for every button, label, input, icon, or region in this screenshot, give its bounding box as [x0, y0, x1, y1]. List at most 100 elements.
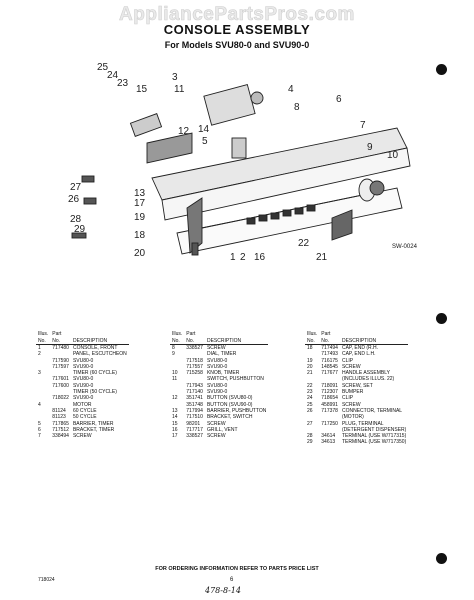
callout-27: 27: [70, 182, 82, 193]
watermark: AppliancePartsPros.com: [119, 4, 355, 26]
description-cell: SCREW: [341, 401, 361, 408]
callout-19: 19: [134, 212, 146, 223]
illus-no-cell: 2: [38, 351, 41, 358]
callout-22: 22: [298, 238, 310, 249]
handwritten-note: 478-8-14: [205, 586, 241, 595]
part-no-cell: 717378: [321, 407, 338, 414]
part-no-cell: 717994: [186, 407, 203, 414]
part-no-cell: 351741: [186, 395, 203, 402]
callout-15: 15: [136, 84, 148, 95]
part-no-cell: 34613: [321, 439, 336, 446]
description-cell: (INCLUDES ILLUS. 22): [341, 376, 395, 383]
callout-12: 12: [178, 126, 190, 137]
part-no-cell: 715258: [186, 370, 203, 377]
part-no-cell: 81123: [52, 414, 66, 421]
page-title: CONSOLE ASSEMBLY: [163, 22, 311, 37]
description-cell: CONSOLE, FRONT: [72, 345, 118, 351]
timer-bracket: [231, 137, 247, 159]
part-no-cell: 717250: [321, 420, 338, 427]
description-cell: CONNECTOR, TERMINAL: [341, 407, 403, 414]
description-cell: SVU90-0: [72, 382, 94, 389]
description-cell: SVU80-0: [206, 382, 228, 389]
part-no-cell: 717601: [52, 376, 69, 383]
callout-17: 17: [134, 198, 146, 209]
part-no-cell: 98201: [186, 420, 201, 427]
callout-11: 11: [174, 84, 185, 95]
part-no-cell: 338527: [186, 345, 203, 351]
illus-no-cell: 21: [307, 370, 313, 377]
callout-29: 29: [74, 224, 86, 235]
illus-no-cell: 7: [38, 433, 41, 440]
part-no-cell: 81124: [52, 407, 66, 414]
table-row: TIMER (50 CYCLE): [36, 389, 129, 395]
description-cell: GRILL, VENT: [206, 426, 238, 433]
part-no-cell: 717865: [52, 420, 69, 427]
part-no-cell: 717512: [52, 426, 69, 433]
description-cell: SVU90-0: [206, 363, 228, 370]
handle: [331, 209, 353, 241]
part-no-cell: 717493: [321, 351, 338, 358]
illus-no-cell: 9: [172, 351, 175, 358]
description-cell: SVU90-0: [72, 363, 94, 370]
description-cell: SVU80-0: [206, 357, 228, 364]
illus-no-cell: 24: [307, 395, 313, 402]
description-cell: SWITCH, PUSHBUTTON: [206, 376, 264, 383]
illus-no-cell: 19: [307, 357, 313, 364]
callout-2: 2: [240, 252, 246, 263]
part-no-cell: 458991: [321, 401, 338, 408]
timer-knob: [369, 180, 385, 196]
exploded-diagram: 25 24 23 15 3 11 4 8 6 7 5 12 14 9 10 27…: [62, 58, 457, 328]
illus-no-cell: 16: [172, 426, 178, 433]
console-face: [161, 147, 411, 221]
part-no-cell: 716175: [321, 357, 338, 364]
callout-labels: 25 24 23 15 3 11 4 8 6 7 5 12 14 9 10 27…: [68, 62, 399, 263]
illus-no-cell: 29: [307, 439, 313, 446]
illus-no-cell: 13: [172, 407, 178, 414]
illus-no-cell: 11: [172, 376, 178, 383]
description-cell: TIMER (50 CYCLE): [72, 389, 117, 396]
description-cell: CLIP: [341, 395, 354, 402]
illus-no-cell: 28: [307, 433, 313, 440]
illus-no-cell: 5: [38, 420, 41, 427]
part-no-cell: 717677: [321, 370, 338, 377]
punch-hole-bottom: [436, 553, 447, 564]
description-cell: BUTTON (SVU90-0): [206, 401, 253, 408]
table-row: 2 PANEL, ESCUTCHEON: [36, 351, 129, 357]
part-no-cell: 712307: [321, 389, 338, 396]
description-cell: PANEL, ESCUTCHEON: [72, 351, 127, 358]
callout-1: 1: [230, 252, 236, 263]
header-illus: Illus.No.: [170, 330, 185, 345]
header-description: DESCRIPTION: [70, 330, 129, 345]
description-cell: MOTOR: [72, 401, 92, 408]
description-cell: SVU90-0: [206, 389, 228, 396]
callout-6: 6: [336, 94, 342, 105]
callout-18: 18: [134, 230, 146, 241]
header-description: DESCRIPTION: [339, 330, 409, 345]
callout-5: 5: [202, 136, 208, 147]
illus-no-cell: 25: [307, 401, 313, 408]
description-cell: BUTTON (SVU80-0): [206, 395, 253, 402]
